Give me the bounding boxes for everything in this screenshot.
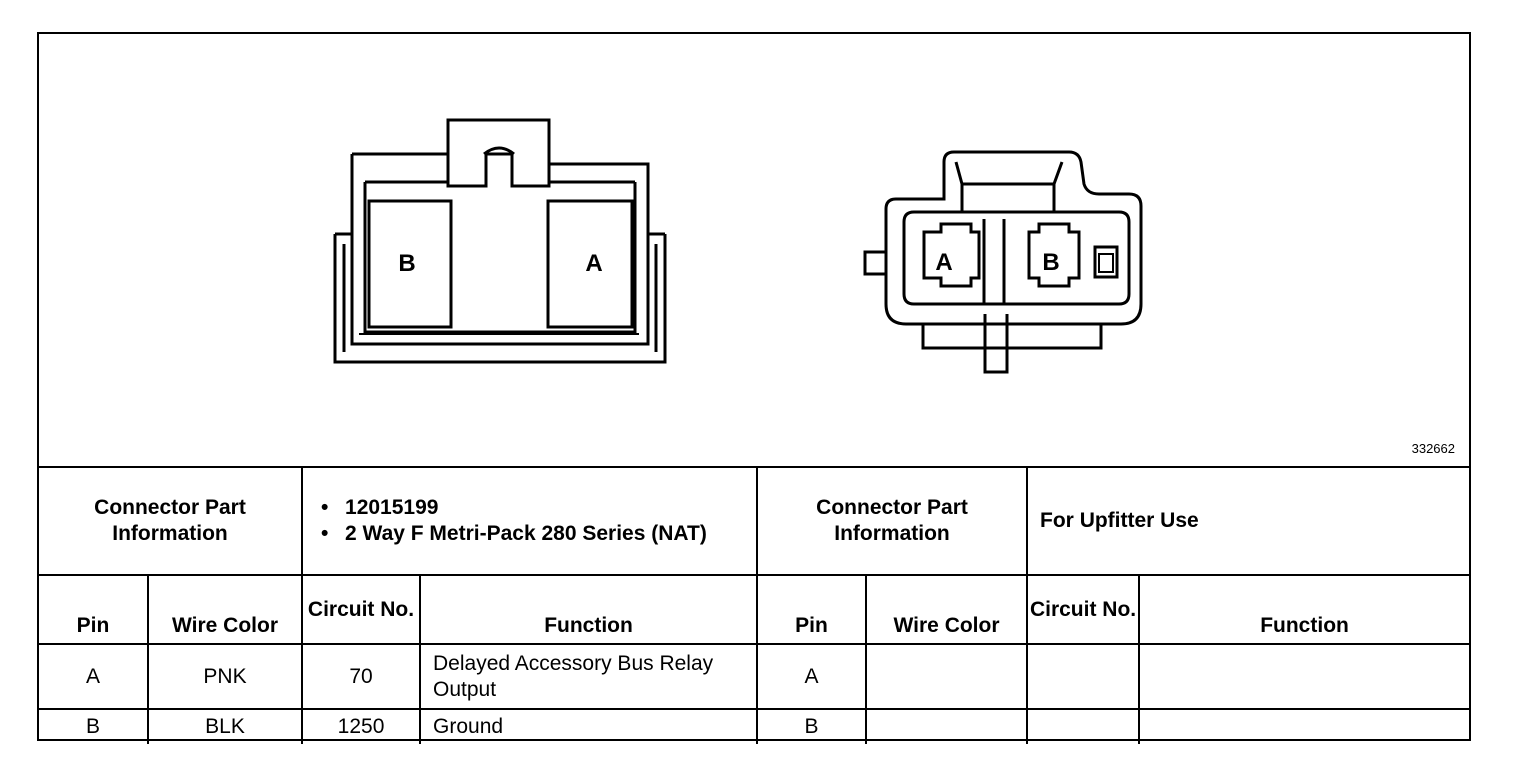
connector-drawings-svg: B A A B xyxy=(333,118,1143,374)
circuit-cell: 1250 xyxy=(301,708,422,744)
figure-id: 332662 xyxy=(1411,441,1455,456)
connector-info-row: Connector Part Information 12015199 2 Wa… xyxy=(39,466,1470,576)
col-circuit-right: Circuit No. xyxy=(1026,574,1141,645)
pin-table: Connector Part Information 12015199 2 Wa… xyxy=(39,466,1470,744)
left-connector-header: Connector Part Information xyxy=(39,466,304,576)
left-pin-label-a: A xyxy=(585,250,602,277)
pin-cell: B xyxy=(39,708,149,744)
wire-color-cell: PNK xyxy=(146,643,304,710)
pin-cell: A xyxy=(756,643,868,710)
left-pin-label-b: B xyxy=(398,250,415,277)
circuit-cell xyxy=(1026,708,1141,744)
part-number: 12015199 xyxy=(321,495,756,521)
circuit-cell: 70 xyxy=(301,643,422,710)
column-header-row: Pin Wire Color Circuit No. Function Pin … xyxy=(39,574,1470,645)
function-cell: Ground xyxy=(419,708,759,744)
pin-cell: A xyxy=(39,643,149,710)
function-cell: Delayed Accessory Bus Relay Output xyxy=(419,643,759,710)
left-connector-part-info: 12015199 2 Way F Metri-Pack 280 Series (… xyxy=(301,466,759,576)
table-row: A PNK 70 Delayed Accessory Bus Relay Out… xyxy=(39,643,1470,710)
connector-face-right xyxy=(863,150,1143,374)
right-pin-label-b: B xyxy=(1042,249,1059,276)
col-pin-left: Pin xyxy=(39,574,149,645)
circuit-cell xyxy=(1026,643,1141,710)
col-wire-color-left: Wire Color xyxy=(146,574,304,645)
function-cell xyxy=(1138,708,1470,744)
col-pin-right: Pin xyxy=(756,574,868,645)
function-cell xyxy=(1138,643,1470,710)
connector-type: 2 Way F Metri-Pack 280 Series (NAT) xyxy=(321,521,756,547)
col-wire-color-right: Wire Color xyxy=(865,574,1029,645)
wire-color-cell xyxy=(865,708,1029,744)
right-connector-part-info: For Upfitter Use xyxy=(1026,466,1470,576)
connector-face-left xyxy=(333,118,667,364)
connector-drawings: B A A B 332662 xyxy=(39,34,1469,466)
col-circuit-left: Circuit No. xyxy=(301,574,422,645)
table-row: B BLK 1250 Ground B xyxy=(39,708,1470,744)
col-function-right: Function xyxy=(1138,574,1470,645)
wire-color-cell: BLK xyxy=(146,708,304,744)
left-part-info-list: 12015199 2 Way F Metri-Pack 280 Series (… xyxy=(303,495,756,547)
right-pin-label-a: A xyxy=(935,249,952,276)
pin-cell: B xyxy=(756,708,868,744)
connector-diagram-sheet: B A A B 332662 xyxy=(37,32,1471,744)
col-function-left: Function xyxy=(419,574,759,645)
wire-color-cell xyxy=(865,643,1029,710)
right-connector-header: Connector Part Information xyxy=(756,466,1029,576)
